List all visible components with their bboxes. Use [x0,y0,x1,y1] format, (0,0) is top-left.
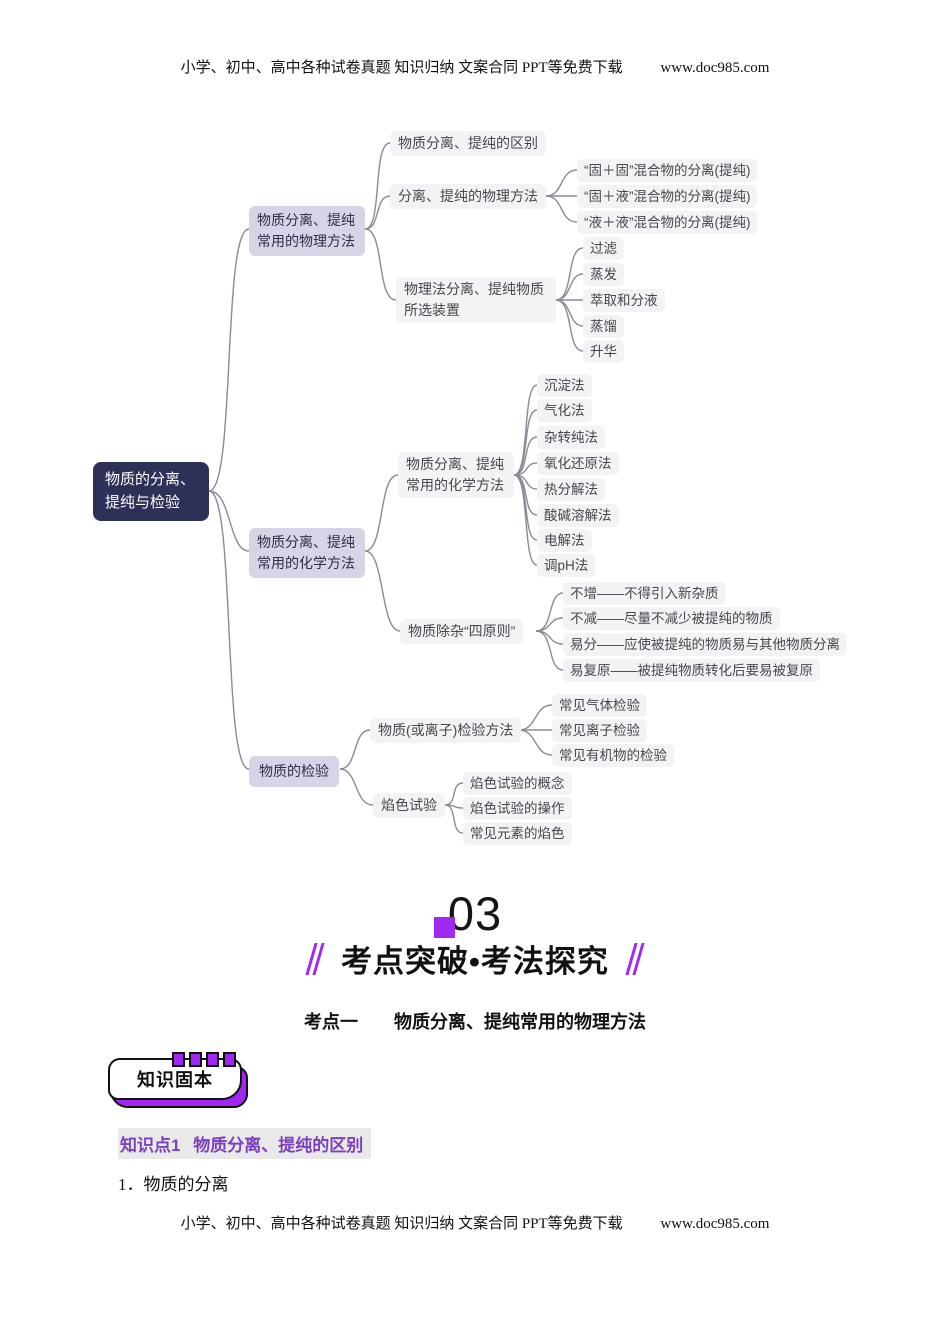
mindmap-leaf: 常见离子检验 [552,719,647,743]
double-slash-right-icon [627,943,643,975]
mindmap-node-chemical-methods: 物质分离、提纯常用的化学方法 [398,452,514,498]
mindmap-node-physical-methods: 分离、提纯的物理方法 [390,184,546,209]
mindmap-connectors [208,142,584,834]
page-footer: 小学、初中、高中各种试卷真题 知识归纳 文案合同 PPT等免费下载 www.do… [0,1212,950,1233]
knowledge-badge: 知识固本 [108,1052,248,1108]
mindmap-root-node: 物质的分离、提纯与检验 [93,462,209,521]
mindmap-leaf: 常见元素的焰色 [463,822,572,846]
mindmap-leaf: 热分解法 [537,478,605,502]
mindmap-leaf: 杂转纯法 [537,426,605,450]
section-title: 考点突破•考法探究 [327,936,623,982]
section-title-row: 考点突破•考法探究 [0,936,950,982]
purple-square-decoration [433,916,455,938]
mindmap-leaf: “固＋固”混合物的分离(提纯) [577,159,758,183]
mindmap-branch-physical: 物质分离、提纯常用的物理方法 [249,206,365,256]
kaodian-title: 物质分离、提纯常用的物理方法 [394,1012,647,1032]
section-number-text: 03 [447,887,503,940]
mindmap: 物质的分离、提纯与检验 物质分离、提纯常用的物理方法 物质分离、提纯常用的化学方… [93,131,847,846]
mindmap-leaf: 氧化还原法 [537,452,619,476]
mindmap-node-testing-flame: 焰色试验 [373,793,445,818]
section-number-block: 03 [0,888,950,940]
mindmap-leaf: “液＋液”混合物的分离(提纯) [577,211,758,235]
mindmap-leaf: 酸碱溶解法 [537,504,619,528]
mindmap-branch-testing: 物质的检验 [249,756,339,787]
kaodian-heading: 考点一 物质分离、提纯常用的物理方法 [0,1008,950,1034]
mindmap-node-physical-devices: 物理法分离、提纯物质所选装置 [396,277,556,323]
mindmap-node-physical-diff: 物质分离、提纯的区别 [390,131,546,156]
mindmap-leaf: 不减——尽量不减少被提纯的物质 [563,607,780,631]
knowledge-point-title: 物质分离、提纯的区别 [193,1136,364,1155]
mindmap-leaf: “固＋液”混合物的分离(提纯) [577,185,758,209]
mindmap-leaf: 过滤 [583,237,624,261]
mindmap-leaf: 升华 [583,340,624,364]
list-item-1: 1．物质的分离 [118,1175,229,1194]
footer-text: 小学、初中、高中各种试卷真题 知识归纳 文案合同 PPT等免费下载 [180,1216,623,1232]
mindmap-node-chemical-principles: 物质除杂“四原则” [400,619,524,644]
header-url[interactable]: www.doc985.com [660,60,770,76]
section-number: 03 [433,887,503,940]
mindmap-leaf: 焰色试验的概念 [463,772,572,796]
mindmap-leaf: 蒸发 [583,263,624,287]
mindmap-branch-chemical: 物质分离、提纯常用的化学方法 [249,528,365,578]
footer-url[interactable]: www.doc985.com [660,1216,770,1232]
mindmap-leaf: 电解法 [537,529,592,553]
badge-deco-squares [172,1052,236,1067]
mindmap-leaf: 常见有机物的检验 [552,744,674,768]
kaodian-label: 考点一 [303,1012,358,1032]
section-title-text: 考点突破•考法探究 [341,944,609,979]
mindmap-leaf: 常见气体检验 [552,694,647,718]
header-text: 小学、初中、高中各种试卷真题 知识归纳 文案合同 PPT等免费下载 [180,60,623,76]
mindmap-leaf: 焰色试验的操作 [463,797,572,821]
mindmap-leaf: 易分——应使被提纯的物质易与其他物质分离 [563,633,847,657]
mindmap-leaf: 萃取和分液 [583,289,665,313]
mindmap-leaf: 气化法 [537,399,592,423]
mindmap-leaf: 蒸馏 [583,315,624,339]
mindmap-leaf: 沉淀法 [537,374,592,398]
mindmap-leaf: 易复原——被提纯物质转化后要易被复原 [563,659,820,683]
double-slash-left-icon [307,943,323,975]
mindmap-leaf: 调pH法 [537,554,596,578]
knowledge-point-label: 知识点1 [120,1136,181,1155]
mindmap-leaf: 不增——不得引入新杂质 [563,582,726,606]
mindmap-node-testing-ion: 物质(或离子)检验方法 [370,718,522,743]
knowledge-point-heading: 知识点1 物质分离、提纯的区别 [118,1128,372,1159]
page-header: 小学、初中、高中各种试卷真题 知识归纳 文案合同 PPT等免费下载 www.do… [0,56,950,77]
